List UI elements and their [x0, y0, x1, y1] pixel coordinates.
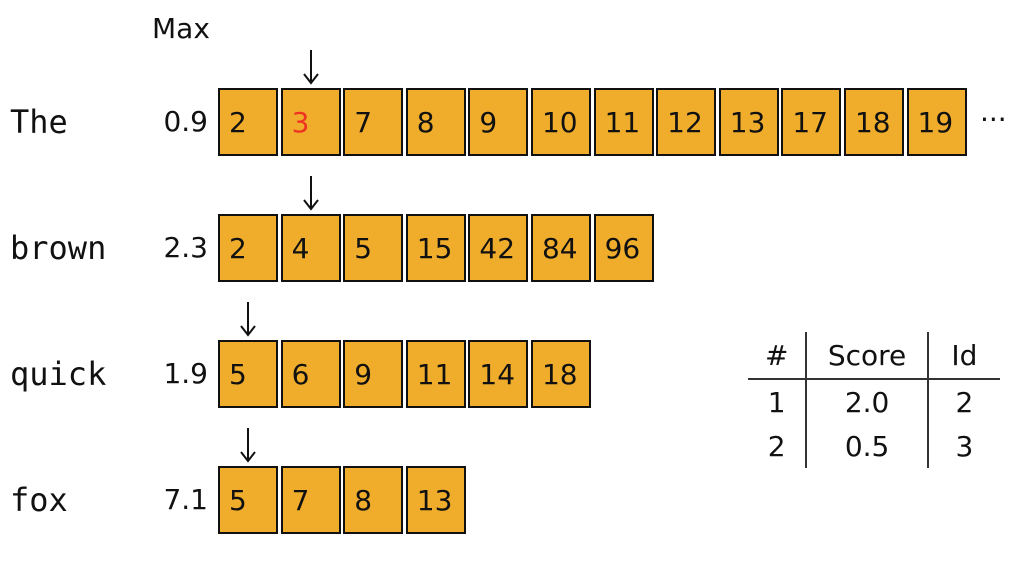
term-label: quick [10, 355, 107, 393]
results-cell-score: 0.5 [806, 424, 929, 468]
max-column-header: Max [152, 12, 210, 45]
results-cell-score: 2.0 [806, 379, 929, 424]
max-score: 0.9 [163, 105, 208, 138]
results-cell-id: 3 [955, 429, 974, 463]
results-cell-rank: 1 [748, 379, 808, 424]
posting-cell: 7 [280, 466, 341, 534]
results-row: 2 0.5 3 [748, 424, 1000, 468]
posting-cell: 17 [781, 88, 842, 156]
posting-cell: 15 [405, 214, 466, 282]
posting-cell: 19 [906, 88, 967, 156]
cursor-arrow-icon [302, 50, 319, 85]
results-cell-rank: 2 [748, 424, 808, 468]
posting-cell: 11 [405, 340, 466, 408]
posting-cell: 6 [280, 340, 341, 408]
posting-cell: 5 [343, 214, 404, 282]
results-header-row: # Score Id [748, 332, 1000, 380]
posting-cell: 8 [343, 466, 404, 534]
results-table: # Score Id 1 2.0 2 2 0.5 3 [748, 332, 1000, 468]
posting-cell: 10 [530, 88, 591, 156]
cursor-arrow-icon [240, 302, 256, 337]
posting-cell: 12 [656, 88, 717, 156]
posting-cell: 96 [593, 214, 654, 282]
posting-cell: 7 [343, 88, 404, 156]
posting-cell: 42 [468, 214, 529, 282]
posting-cell: 5 [218, 340, 278, 408]
ellipsis: ··· [980, 103, 1007, 136]
results-cell-id: 2 [955, 385, 974, 419]
posting-cell: 13 [718, 88, 779, 156]
posting-cell: 9 [468, 88, 529, 156]
posting-cell: 18 [843, 88, 904, 156]
posting-cell: 13 [405, 466, 466, 534]
posting-cell-highlighted: 3 [280, 88, 341, 156]
max-score: 2.3 [163, 231, 208, 264]
max-score: 7.1 [163, 483, 208, 516]
posting-cell: 9 [343, 340, 404, 408]
posting-cell: 11 [593, 88, 654, 156]
posting-cell: 8 [405, 88, 466, 156]
posting-cell: 18 [530, 340, 591, 408]
posting-cell: 14 [468, 340, 529, 408]
term-label: brown [10, 229, 107, 267]
results-col-id: Id [927, 332, 1000, 380]
results-row: 1 2.0 2 [748, 379, 1000, 424]
results-col-rank: # [748, 332, 808, 380]
term-label: The [10, 103, 68, 141]
max-score: 1.9 [163, 357, 208, 390]
posting-cell: 4 [280, 214, 341, 282]
posting-cell: 2 [218, 88, 278, 156]
results-col-score: Score [806, 332, 929, 380]
posting-cell: 84 [530, 214, 591, 282]
posting-cell: 2 [218, 214, 278, 282]
term-label: fox [10, 481, 68, 519]
posting-cell: 5 [218, 466, 278, 534]
cursor-arrow-icon [302, 176, 319, 211]
cursor-arrow-icon [240, 428, 256, 463]
